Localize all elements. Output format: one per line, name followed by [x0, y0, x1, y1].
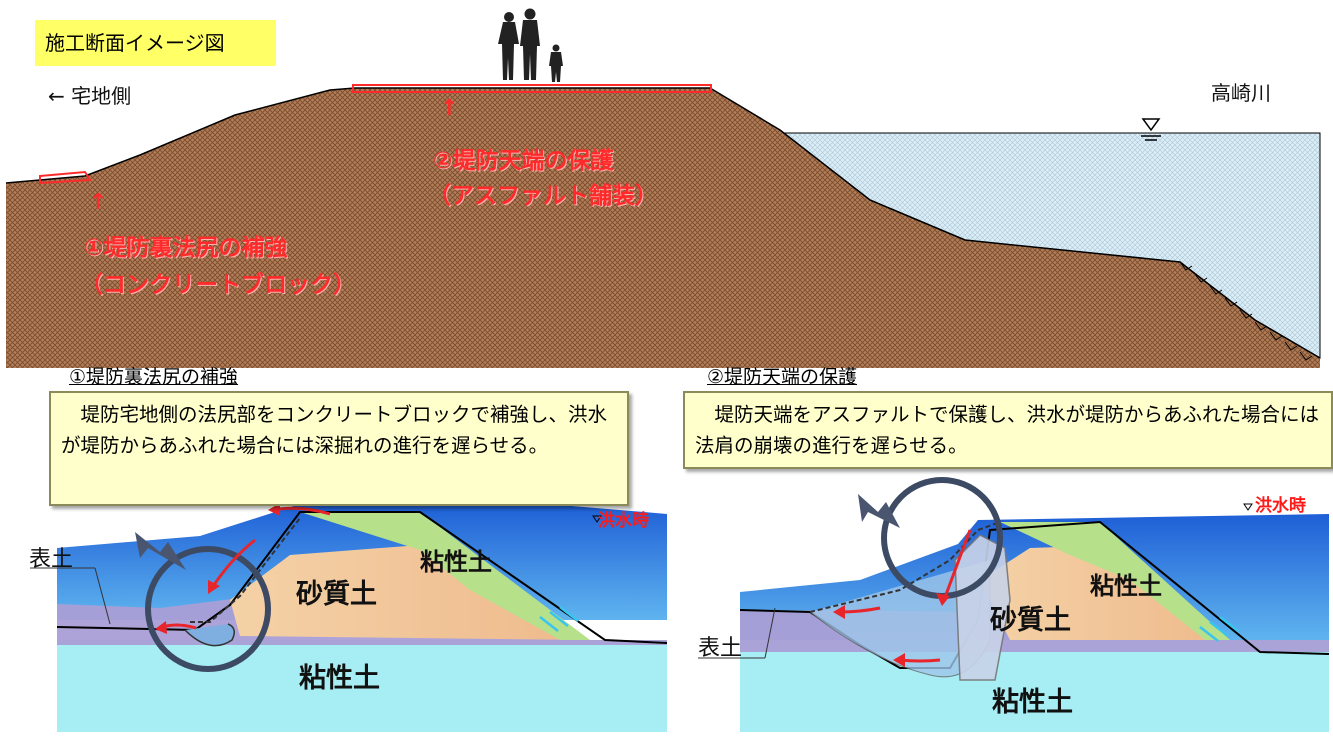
left-clay-green — [300, 512, 590, 640]
right-clay-lower-label: 粘性土 — [992, 687, 1073, 718]
right-panel-heading: ②堤防天端の保護 — [707, 366, 858, 388]
left-clay-lower-label: 粘性土 — [299, 663, 380, 694]
left-sand-core — [230, 545, 590, 640]
levee-body — [6, 88, 1320, 368]
left-block-dashed — [190, 517, 301, 623]
asphalt-pavement — [352, 84, 712, 93]
river-name-label: 高崎川 — [1211, 81, 1271, 105]
concrete-block — [39, 170, 92, 185]
left-surface-soil-label: 表土 — [29, 547, 74, 572]
right-flow-arrow-1 — [942, 529, 972, 601]
left-pointer-arrow — [135, 532, 186, 570]
right-surface-soil-label: 表土 — [698, 636, 743, 661]
label1-arrow-icon: ↑ — [89, 190, 108, 215]
right-flow-arrow-2 — [899, 658, 941, 663]
label2-subtitle: （アスファルト舗装） — [428, 183, 658, 209]
left-sandy-soil-label: 砂質土 — [296, 579, 377, 610]
water-level-icon — [1141, 118, 1161, 141]
right-clay-green — [1000, 522, 1230, 640]
right-collapse-block — [954, 534, 1011, 681]
left-scour — [184, 623, 235, 647]
right-callout: 堤防天端をアスファルトで保護し、洪水が堤防からあふれた場合には法肩の崩壊の進行を… — [683, 391, 1333, 469]
label1-title: ①堤防裏法尻の補強 — [84, 235, 288, 261]
left-panel-heading: ①堤防裏法尻の補強 — [69, 366, 239, 388]
right-sandy-soil-label: 砂質土 — [990, 605, 1071, 636]
left-flood-label: 洪水時 — [598, 511, 649, 531]
diagram-title: 施工断面イメージ図 — [35, 20, 276, 66]
left-callout: 堤防宅地側の法尻部をコンクリートブロックで補強し、洪水が堤防からあふれた場合には… — [49, 391, 629, 506]
house-side-label: ← 宅地側 — [48, 84, 132, 108]
people-silhouette-icon — [498, 8, 563, 82]
riverbed-slope-marks — [1179, 261, 1313, 361]
label1-subtitle: （コンクリートブロック） — [80, 272, 356, 298]
left-clay-upper-label: 粘性土 — [420, 548, 492, 576]
label2-title: ②堤防天端の保護 — [433, 148, 614, 174]
left-subsoil — [57, 640, 667, 732]
right-subsoil — [740, 638, 1329, 732]
right-sand-core — [980, 545, 1230, 640]
left-seepage-arrows — [539, 606, 579, 632]
label2-arrow-icon: ↑ — [440, 96, 459, 121]
right-clay-upper-label: 粘性土 — [1090, 572, 1162, 600]
left-detail-circle — [145, 546, 271, 672]
right-water-level-icon — [1243, 503, 1253, 511]
left-panel-illustration — [30, 503, 668, 732]
right-pointer-arrow — [858, 494, 900, 528]
right-panel-illustration — [698, 477, 1330, 732]
right-flood-label: 洪水時 — [1255, 496, 1306, 516]
left-flow-arrow-2 — [210, 538, 256, 589]
right-seepage-arrows — [1199, 616, 1239, 642]
levee-outline — [5, 87, 1321, 359]
left-water-level-icon — [592, 515, 602, 523]
